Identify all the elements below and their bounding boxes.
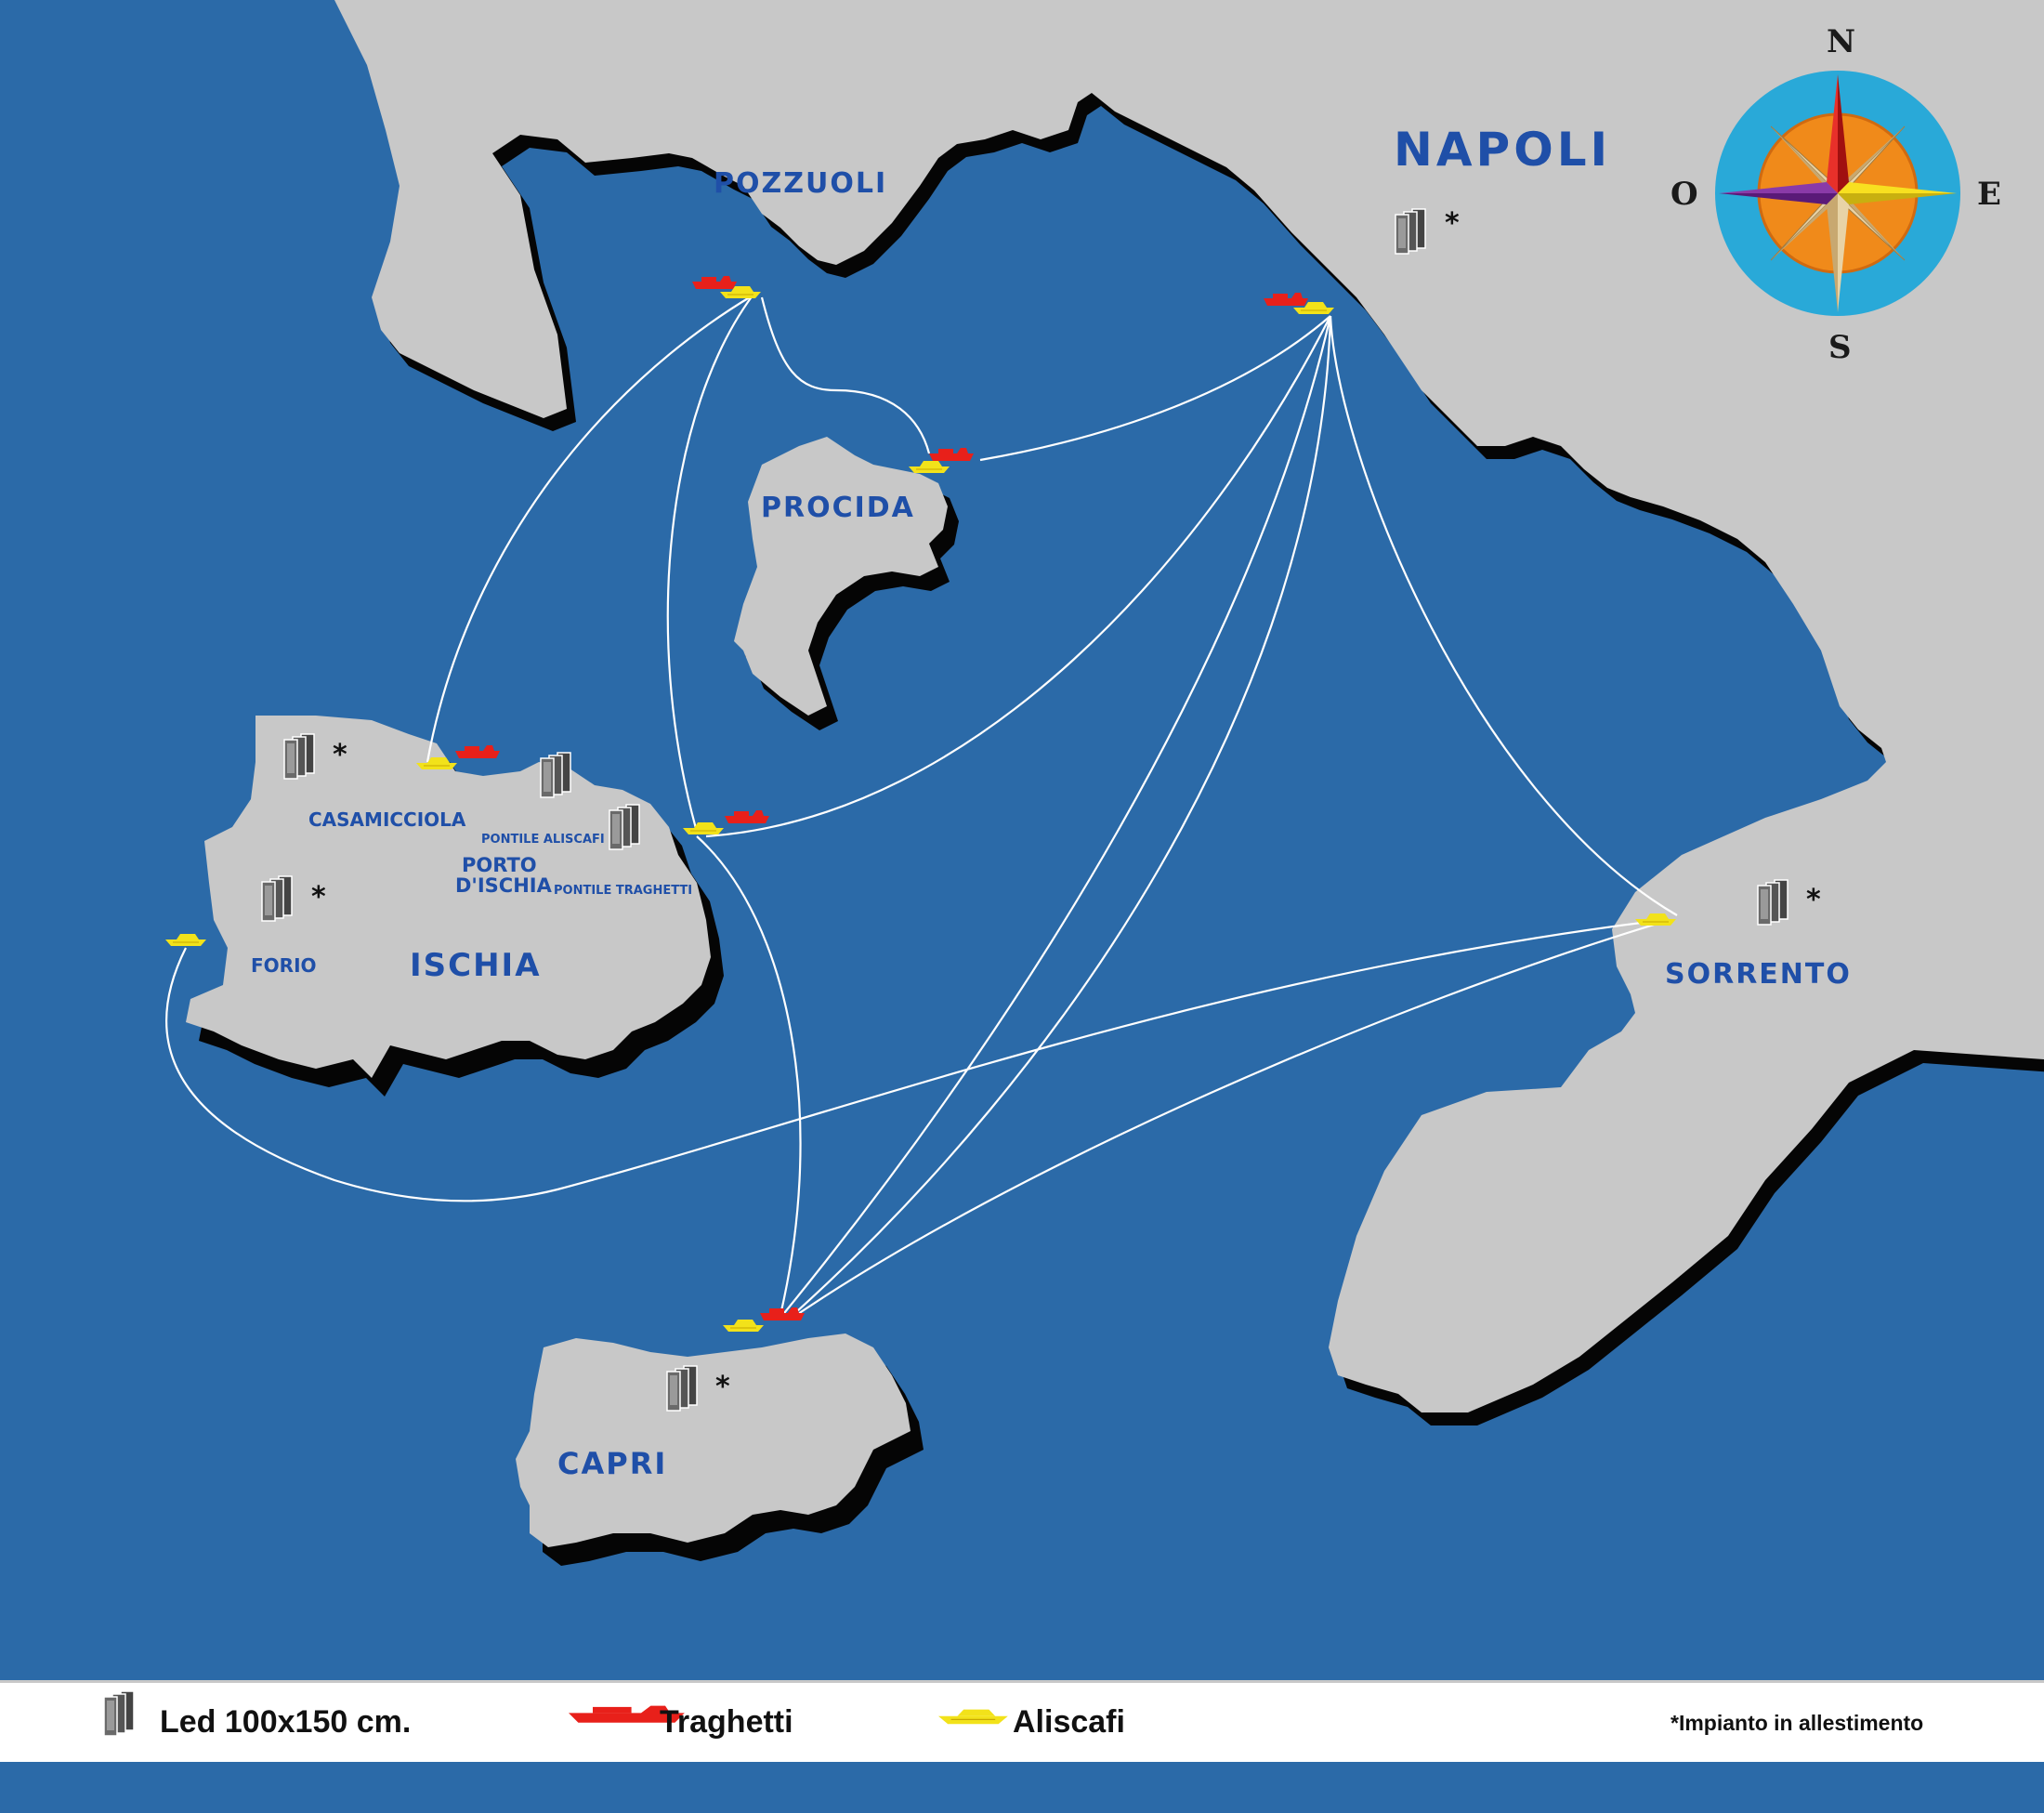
label-pontile-aliscafi: PONTILE ALISCAFI [481, 833, 605, 847]
label-ischia: ISCHIA [410, 947, 542, 984]
led-panel-icon [1395, 208, 1426, 255]
ferry-routes [165, 295, 1678, 1320]
legend: Led 100x150 cm. Traghetti Aliscafi *Impi… [0, 1680, 2044, 1762]
label-capri: CAPRI [557, 1446, 667, 1481]
legend-note: *Impianto in allestimento [1671, 1711, 1923, 1735]
compass-west: O [1671, 176, 1698, 213]
legend-traghetti-label: Traghetti [660, 1704, 793, 1740]
led-panel-icon [261, 875, 293, 922]
label-napoli: NAPOLI [1394, 123, 1611, 177]
asterisk: * [1806, 884, 1821, 916]
compass-rose: N S E O [1671, 23, 2001, 366]
label-casamicciola: CASAMICCIOLA [308, 808, 466, 831]
label-pozzuoli: POZZUOLI [714, 167, 887, 200]
label-procida: PROCIDA [761, 492, 915, 524]
legend-led-icon [103, 1690, 135, 1737]
ischia-island [186, 716, 724, 1097]
asterisk: * [333, 739, 347, 771]
label-sorrento: SORRENTO [1665, 958, 1852, 991]
led-panel-icon [540, 752, 571, 798]
led-panel-icon [1757, 879, 1788, 926]
asterisk: * [1445, 207, 1460, 240]
led-panel-icon [666, 1365, 698, 1412]
mainland [334, 0, 2044, 1425]
compass-south: S [1828, 329, 1852, 366]
legend-bar [0, 1682, 2044, 1762]
label-forio: FORIO [251, 954, 317, 977]
label-dischia: D'ISCHIA [455, 874, 553, 897]
label-porto: PORTO [462, 854, 537, 876]
procida-island [734, 437, 959, 730]
capri-island [516, 1333, 924, 1566]
legend-led-label: Led 100x150 cm. [160, 1704, 411, 1740]
label-pontile-traghetti: PONTILE TRAGHETTI [554, 884, 692, 898]
legend-aliscafi-label: Aliscafi [1013, 1704, 1125, 1740]
led-panels: * * * * * [261, 207, 1821, 1412]
led-panel-icon [283, 733, 315, 780]
led-panel-icon [609, 804, 640, 850]
compass-east: E [1977, 176, 2001, 213]
asterisk: * [311, 881, 326, 913]
asterisk: * [715, 1371, 730, 1403]
compass-north: N [1827, 23, 1855, 60]
place-labels: NAPOLI POZZUOLI PROCIDA ISCHIA CASAMICCI… [251, 123, 1852, 1481]
